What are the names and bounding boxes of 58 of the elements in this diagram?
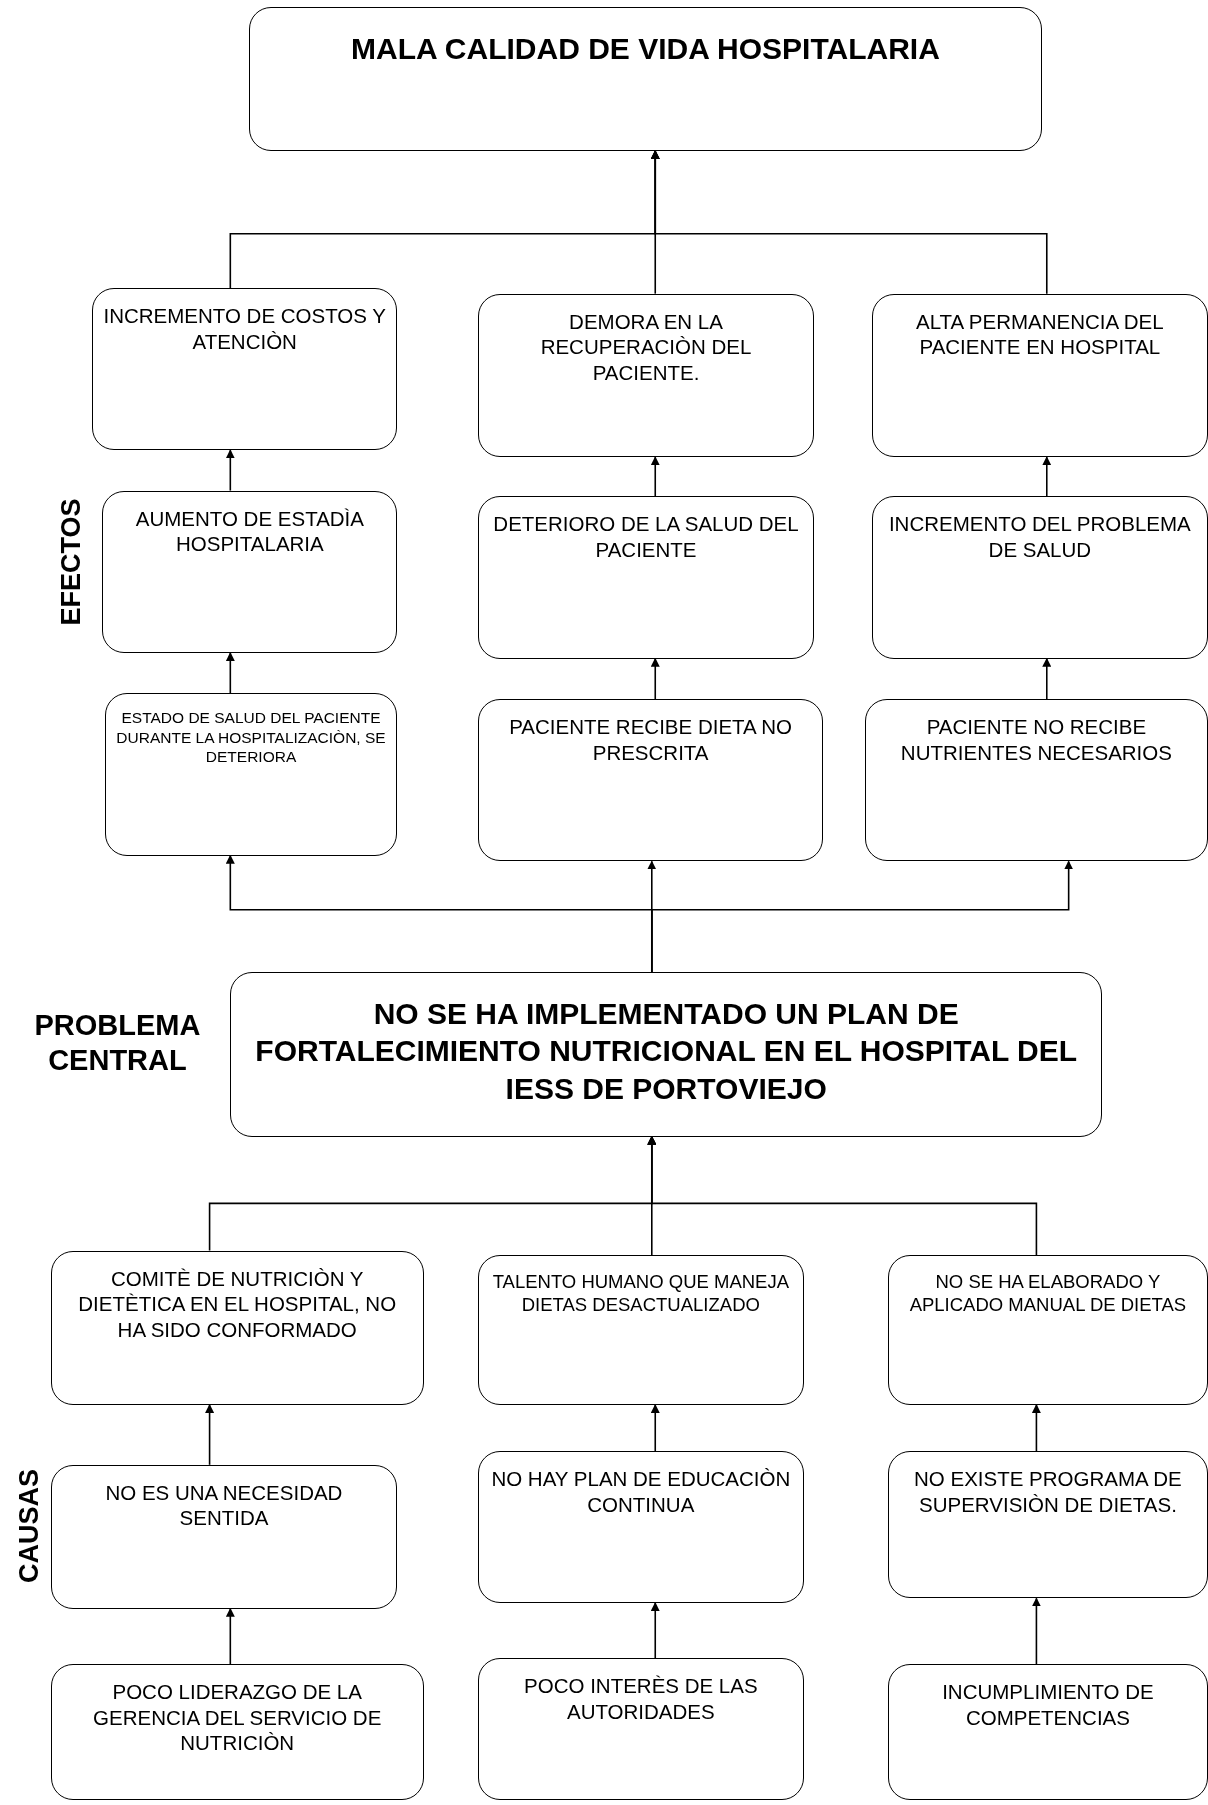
node-text: ESTADO DE SALUD DEL PACIENTE DURANTE LA HOSPITALIZACIÒN, SE DETERIORA [115, 708, 387, 767]
node-text: PACIENTE NO RECIBE NUTRIENTES NECESARIOS [899, 714, 1173, 766]
node-text: NO HAY PLAN DE EDUCACIÒN CONTINUA [490, 1465, 792, 1518]
text-box [871, 496, 1208, 659]
node-text: PACIENTE RECIBE DIETA NO PRESCRITA [508, 714, 794, 766]
arrow [205, 1404, 215, 1466]
text-box [92, 287, 398, 451]
section-label: PROBLEMA CENTRAL [33, 1008, 202, 1079]
node-text: COMITÈ DE NUTRICIÒN Y DIETÈTICA EN EL HOSPITAL, NO HA SIDO CONFORMADO [77, 1265, 398, 1343]
text-box [50, 1464, 398, 1609]
text-box [477, 1255, 804, 1405]
text-box [887, 1450, 1208, 1599]
node-text: NO ES UNA NECESIDAD SENTIDA [104, 1479, 344, 1532]
text-box [104, 693, 398, 856]
text-box [477, 1658, 804, 1800]
arrow [650, 657, 660, 700]
node-text: POCO LIDERAZGO DE LA GERENCIA DEL SERVICIO DE NUTRICIÒN [92, 1679, 383, 1756]
node-text: INCREMENTO DE COSTOS Y ATENCIÒN [103, 302, 387, 355]
text-box [477, 496, 815, 659]
arrow [650, 1602, 660, 1660]
node-text: POCO INTERÈS DE LAS AUTORIDADES [523, 1673, 759, 1725]
arrow [225, 1607, 235, 1665]
text-box [477, 1450, 804, 1603]
text-box [871, 293, 1208, 458]
text-box [887, 1664, 1208, 1800]
arrow [1031, 1404, 1041, 1452]
arrow [651, 860, 1074, 973]
text-box [102, 490, 398, 653]
arrow [647, 1135, 1038, 1256]
text-box [50, 1664, 424, 1800]
node-text: AUMENTO DE ESTADÌA HOSPITALARIA [134, 505, 365, 557]
arrow [225, 449, 235, 492]
arrow [650, 1404, 660, 1452]
text-box [864, 699, 1208, 862]
text-box [248, 6, 1043, 151]
text-box [477, 699, 824, 862]
node-text: DEMORA EN LA RECUPERACIÒN DEL PACIENTE. [539, 308, 753, 386]
arrow [650, 149, 1048, 295]
text-box [887, 1255, 1208, 1405]
node-text: NO EXISTE PROGRAMA DE SUPERVISIÒN DE DIETAS. [913, 1465, 1183, 1518]
section-label: CAUSAS [12, 1468, 45, 1583]
node-text: NO SE HA IMPLEMENTADO UN PLAN DE FORTALECIMIENTO NUTRICIONAL EN EL HOSPITAL DEL IESS DE PORTOVIEJO [254, 995, 1079, 1107]
arrow [1042, 456, 1052, 498]
arrow [1042, 657, 1052, 700]
node-text: ALTA PERMANENCIA DEL PACIENTE EN HOSPITAL [915, 308, 1165, 360]
arrow [225, 652, 235, 695]
node-text: TALENTO HUMANO QUE MANEJA DIETAS DESACTUALIZADO [491, 1270, 791, 1317]
text-box [230, 971, 1103, 1137]
node-text: MALA CALIDAD DE VIDA HOSPITALARIA [351, 30, 940, 67]
section-label: EFECTOS [55, 498, 88, 626]
node-text: NO SE HA ELABORADO Y APLICADO MANUAL DE DIETAS [908, 1270, 1188, 1317]
node-text: DETERIORO DE LA SALUD DEL PACIENTE [492, 511, 800, 563]
node-text: INCREMENTO DEL PROBLEMA DE SALUD [887, 511, 1192, 563]
arrow [1031, 1597, 1041, 1665]
text-box [477, 293, 815, 458]
node-text: INCUMPLIMIENTO DE COMPETENCIAS [941, 1679, 1155, 1731]
text-box [50, 1250, 424, 1405]
arrow [650, 456, 660, 498]
